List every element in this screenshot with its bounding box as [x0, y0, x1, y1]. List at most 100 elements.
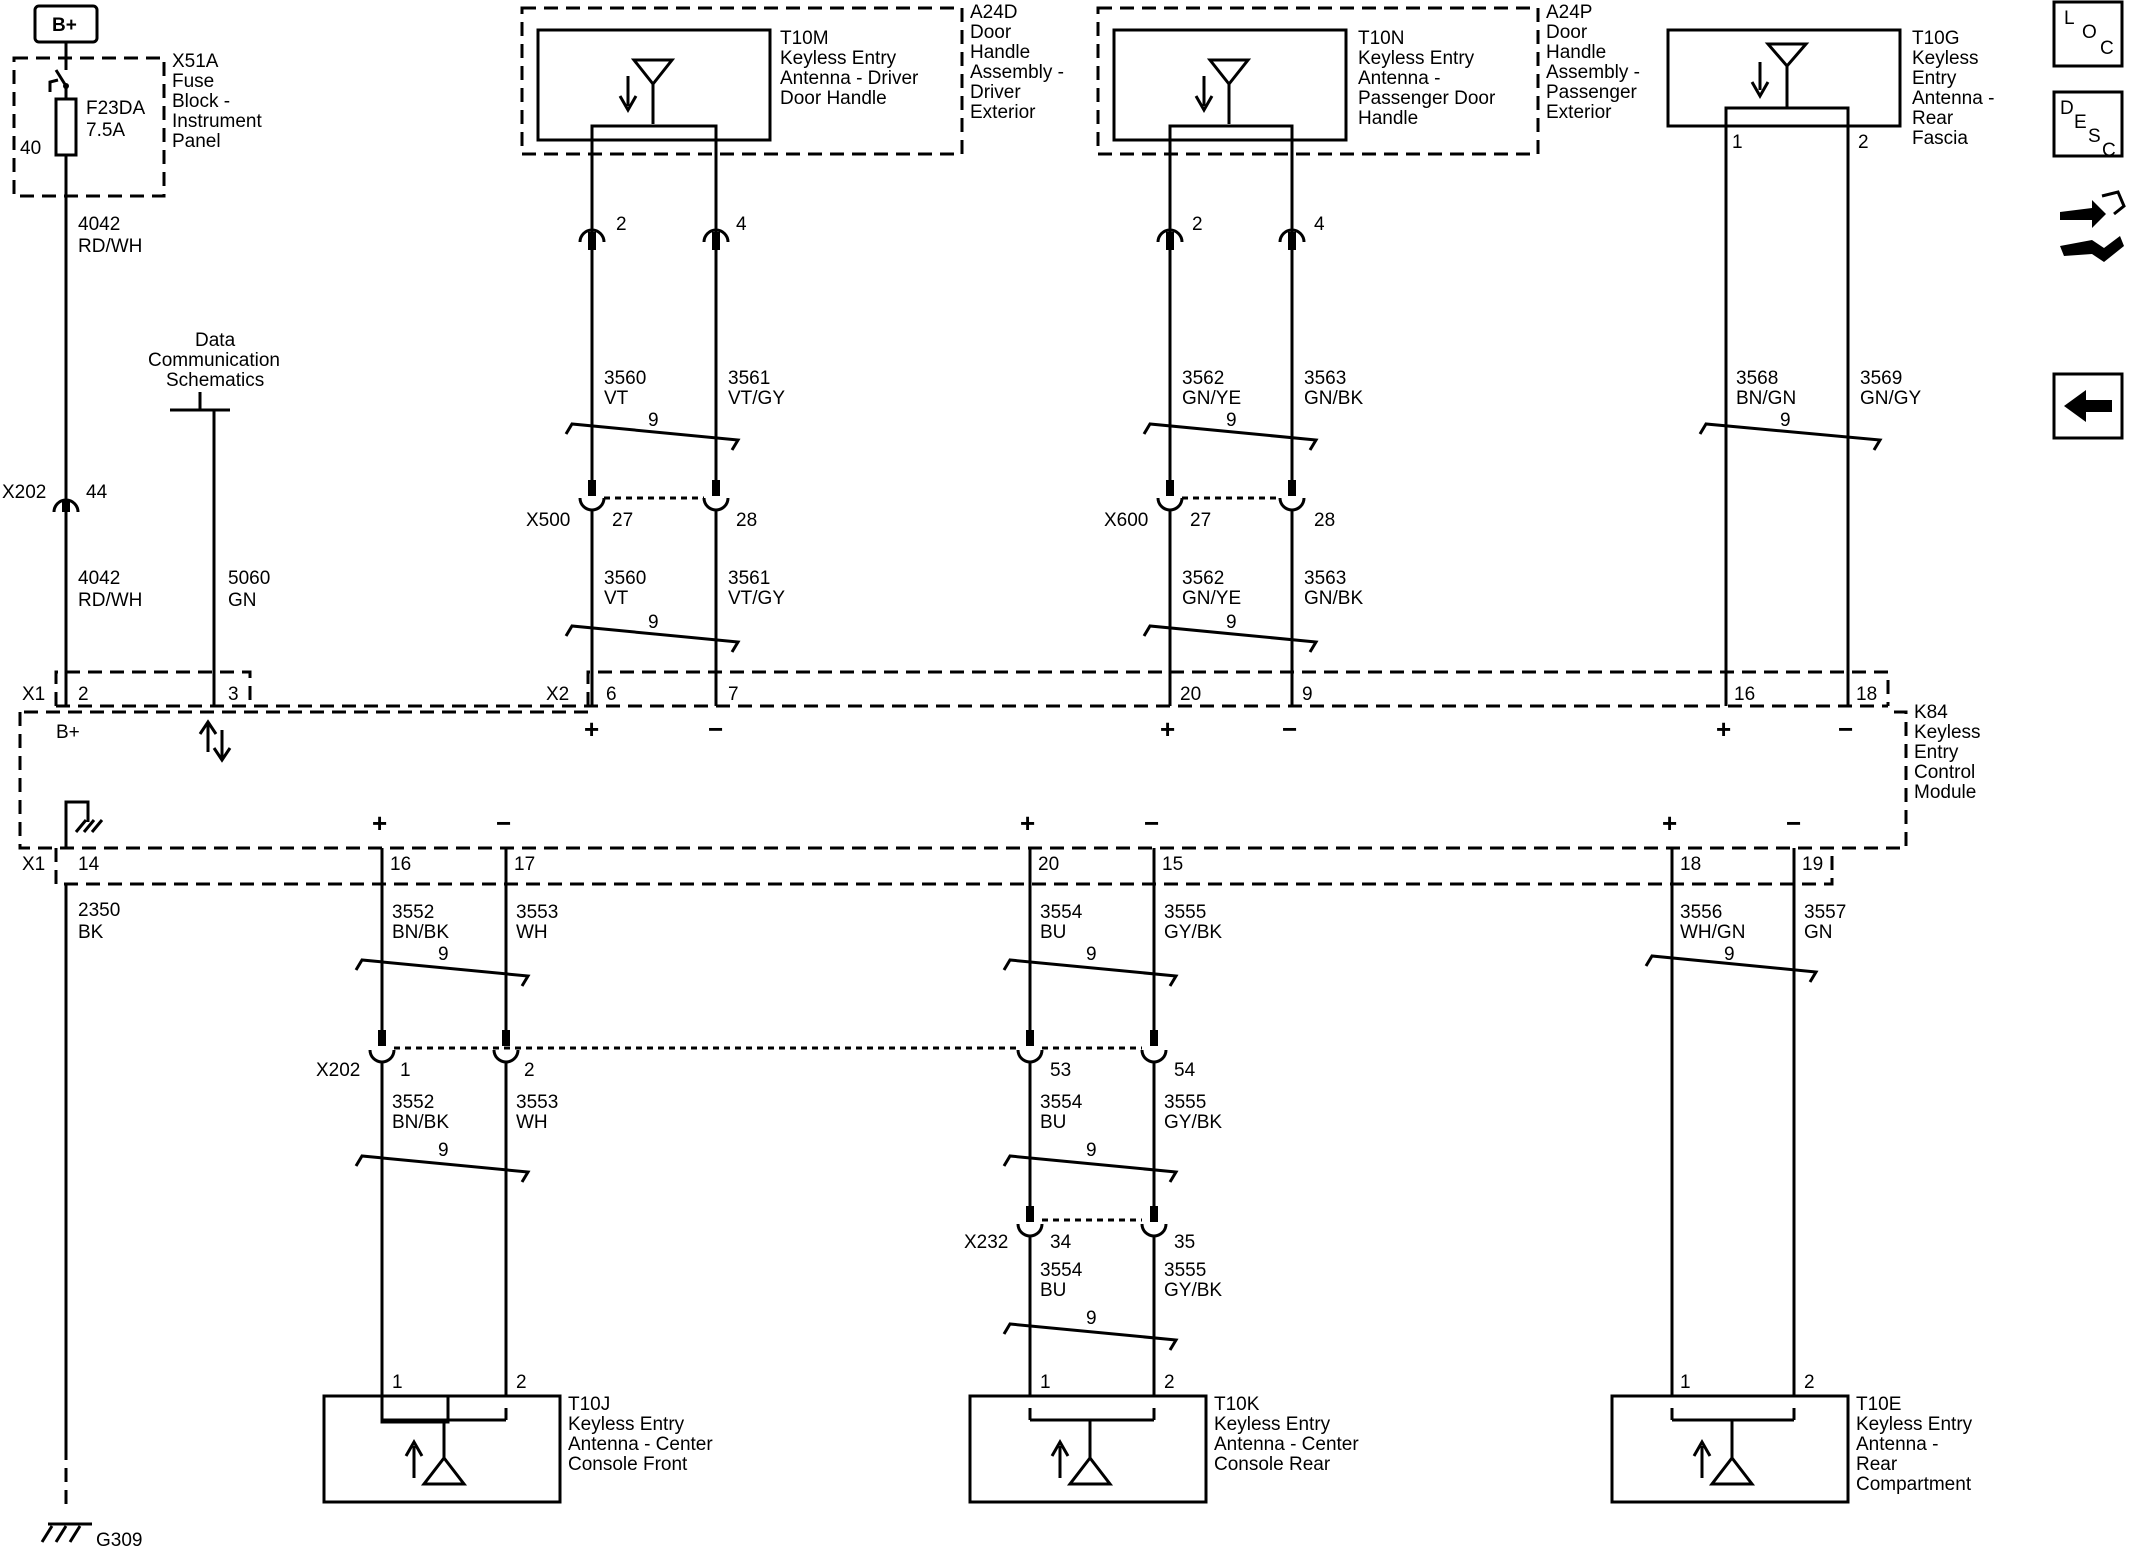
desc-button[interactable]: D E S C — [2052, 90, 2124, 161]
svg-text:+: + — [1716, 714, 1731, 744]
svg-text:−: − — [496, 808, 511, 838]
svg-text:Keyless: Keyless — [1912, 48, 1979, 69]
svg-text:Schematics: Schematics — [166, 370, 264, 391]
svg-text:44: 44 — [86, 482, 108, 503]
svg-text:Assembly -: Assembly - — [1546, 62, 1640, 83]
svg-text:Keyless Entry: Keyless Entry — [780, 48, 897, 69]
driver-door-harness — [564, 228, 741, 706]
svg-text:28: 28 — [1314, 510, 1335, 531]
svg-text:Console Rear: Console Rear — [1214, 1454, 1331, 1475]
svg-text:9: 9 — [1302, 684, 1313, 705]
back-arrow-icon[interactable] — [2052, 372, 2124, 440]
svg-text:Module: Module — [1914, 782, 1976, 803]
svg-text:WH: WH — [516, 922, 548, 943]
svg-text:3561: 3561 — [728, 568, 770, 589]
svg-text:Antenna - Center: Antenna - Center — [1214, 1434, 1359, 1455]
svg-text:GN/BK: GN/BK — [1304, 588, 1363, 609]
t10e-label: T10E Keyless Entry Antenna - Rear Compar… — [1856, 1394, 1973, 1495]
svg-text:Entry: Entry — [1912, 68, 1957, 89]
k84-module-outline — [18, 710, 1908, 850]
svg-text:3563: 3563 — [1304, 568, 1346, 589]
svg-text:X600: X600 — [1104, 510, 1148, 531]
connector-tools-icon[interactable] — [2060, 190, 2126, 262]
antenna-icon — [1194, 58, 1252, 124]
svg-text:35: 35 — [1174, 1232, 1195, 1253]
svg-text:3554: 3554 — [1040, 902, 1083, 923]
svg-text:BN/BK: BN/BK — [392, 922, 449, 943]
svg-text:Antenna -: Antenna - — [1358, 68, 1440, 89]
console-rear-harness — [1002, 848, 1179, 1408]
svg-text:Handle: Handle — [970, 42, 1030, 63]
svg-text:X1: X1 — [22, 684, 45, 705]
svg-text:Fuse: Fuse — [172, 71, 214, 92]
svg-text:4042: 4042 — [78, 214, 120, 235]
svg-text:18: 18 — [1856, 684, 1877, 705]
svg-text:3569: 3569 — [1860, 368, 1902, 389]
fuse-block-outline — [12, 56, 166, 198]
svg-text:1: 1 — [1680, 1372, 1691, 1393]
svg-text:19: 19 — [1802, 854, 1823, 875]
svg-text:9: 9 — [1086, 1140, 1097, 1161]
svg-text:X2: X2 — [546, 684, 569, 705]
svg-text:X51A: X51A — [172, 51, 219, 72]
svg-text:Door Handle: Door Handle — [780, 88, 887, 109]
a24d-assembly-outline — [520, 6, 964, 156]
svg-text:2: 2 — [516, 1372, 527, 1393]
svg-text:3562: 3562 — [1182, 368, 1224, 389]
svg-text:−: − — [1144, 808, 1159, 838]
antenna-icon — [404, 1438, 468, 1486]
svg-text:C: C — [2100, 38, 2114, 59]
svg-text:+: + — [372, 808, 387, 838]
svg-text:BN/GN: BN/GN — [1736, 388, 1796, 409]
svg-text:+: + — [1662, 808, 1677, 838]
svg-text:+: + — [584, 714, 599, 744]
svg-text:20: 20 — [1180, 684, 1201, 705]
svg-text:Control: Control — [1914, 762, 1975, 783]
svg-text:Exterior: Exterior — [970, 102, 1036, 123]
x2-connector — [586, 670, 1890, 706]
svg-text:3568: 3568 — [1736, 368, 1778, 389]
svg-text:53: 53 — [1050, 1060, 1071, 1081]
svg-text:+: + — [1160, 714, 1175, 744]
svg-text:Door: Door — [970, 22, 1012, 43]
svg-text:B+: B+ — [56, 722, 80, 743]
svg-text:2: 2 — [1164, 1372, 1175, 1393]
svg-text:X500: X500 — [526, 510, 570, 531]
svg-text:D: D — [2060, 98, 2074, 119]
svg-text:3552: 3552 — [392, 1092, 434, 1113]
svg-text:Passenger: Passenger — [1546, 82, 1638, 103]
svg-text:17: 17 — [514, 854, 535, 875]
svg-text:3553: 3553 — [516, 902, 558, 923]
svg-text:4: 4 — [736, 214, 747, 235]
svg-text:2: 2 — [1192, 214, 1203, 235]
passenger-door-harness — [1142, 228, 1319, 706]
svg-text:9: 9 — [648, 410, 659, 431]
data-communication-reference[interactable]: Data Communication Schematics — [148, 330, 280, 391]
loc-button[interactable]: L O C — [2052, 0, 2124, 68]
twisted-pair-marker — [1698, 422, 1883, 451]
rear-compartment-harness — [1644, 848, 1819, 1408]
svg-text:BN/BK: BN/BK — [392, 1112, 449, 1133]
svg-text:6: 6 — [606, 684, 617, 705]
svg-text:RD/WH: RD/WH — [78, 236, 142, 257]
g309-ground-icon — [40, 1522, 92, 1543]
svg-text:T10K: T10K — [1214, 1394, 1260, 1415]
svg-text:S: S — [2088, 126, 2101, 147]
svg-text:BU: BU — [1040, 922, 1066, 943]
svg-text:27: 27 — [612, 510, 633, 531]
svg-text:C: C — [2102, 140, 2116, 161]
svg-text:−: − — [708, 714, 723, 744]
svg-text:9: 9 — [1724, 944, 1735, 965]
svg-text:14: 14 — [78, 854, 100, 875]
svg-text:3552: 3552 — [392, 902, 434, 923]
svg-text:9: 9 — [1226, 410, 1237, 431]
svg-text:54: 54 — [1174, 1060, 1196, 1081]
svg-text:15: 15 — [1162, 854, 1183, 875]
svg-text:−: − — [1282, 714, 1297, 744]
svg-text:GN: GN — [228, 590, 257, 611]
antenna-icon — [1050, 1438, 1114, 1486]
svg-text:34: 34 — [1050, 1232, 1072, 1253]
k84-module-label: K84 Keyless Entry Control Module — [1914, 702, 1981, 803]
svg-text:1: 1 — [392, 1372, 403, 1393]
